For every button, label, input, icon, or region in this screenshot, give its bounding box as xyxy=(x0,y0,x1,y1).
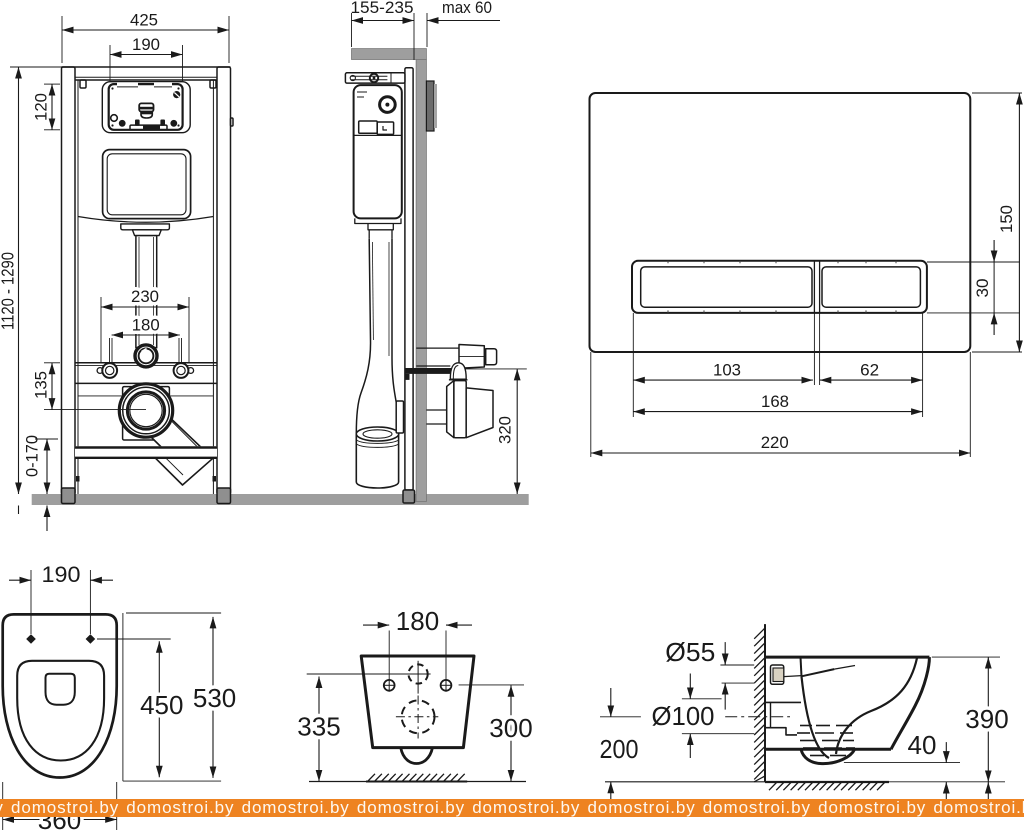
svg-text:40: 40 xyxy=(908,730,937,760)
svg-text:168: 168 xyxy=(761,392,789,411)
svg-text:300: 300 xyxy=(489,713,532,743)
svg-text:domostroi.by: domostroi.by xyxy=(703,798,811,817)
svg-text:335: 335 xyxy=(297,711,340,741)
svg-text:30: 30 xyxy=(973,279,992,298)
svg-text:425: 425 xyxy=(130,10,158,29)
svg-text:320: 320 xyxy=(495,416,514,444)
svg-text:190: 190 xyxy=(42,562,81,587)
svg-text:domostroi.by: domostroi.by xyxy=(11,798,119,817)
svg-text:domostroi.by: domostroi.by xyxy=(126,798,234,817)
svg-text:200: 200 xyxy=(600,734,639,764)
svg-text:155-235: 155-235 xyxy=(351,0,414,17)
svg-text:domostroi.by: domostroi.by xyxy=(0,798,4,817)
svg-text:Ø100: Ø100 xyxy=(652,701,715,731)
svg-text:103: 103 xyxy=(713,360,741,379)
svg-text:190: 190 xyxy=(132,35,160,54)
svg-text:230: 230 xyxy=(131,287,159,306)
svg-text:135: 135 xyxy=(31,371,50,399)
svg-text:150: 150 xyxy=(997,205,1016,233)
svg-text:120: 120 xyxy=(31,93,50,121)
svg-text:domostroi.by: domostroi.by xyxy=(242,798,350,817)
svg-text:530: 530 xyxy=(193,683,236,713)
svg-text:max 60: max 60 xyxy=(442,0,492,17)
svg-text:180: 180 xyxy=(132,315,160,334)
svg-text:Ø55: Ø55 xyxy=(665,637,715,667)
svg-text:62: 62 xyxy=(860,360,879,379)
svg-text:0-170: 0-170 xyxy=(22,435,41,477)
svg-text:domostroi.by: domostroi.by xyxy=(357,798,465,817)
svg-text:domostroi.by: domostroi.by xyxy=(818,798,926,817)
svg-text:180: 180 xyxy=(396,606,439,636)
svg-text:domostroi.by: domostroi.by xyxy=(933,798,1024,817)
svg-text:220: 220 xyxy=(761,433,789,452)
svg-text:450: 450 xyxy=(140,690,183,720)
svg-text:390: 390 xyxy=(965,704,1008,734)
svg-text:domostroi.by: domostroi.by xyxy=(472,798,580,817)
svg-text:1120 - 1290: 1120 - 1290 xyxy=(0,252,18,330)
svg-text:domostroi.by: domostroi.by xyxy=(588,798,696,817)
